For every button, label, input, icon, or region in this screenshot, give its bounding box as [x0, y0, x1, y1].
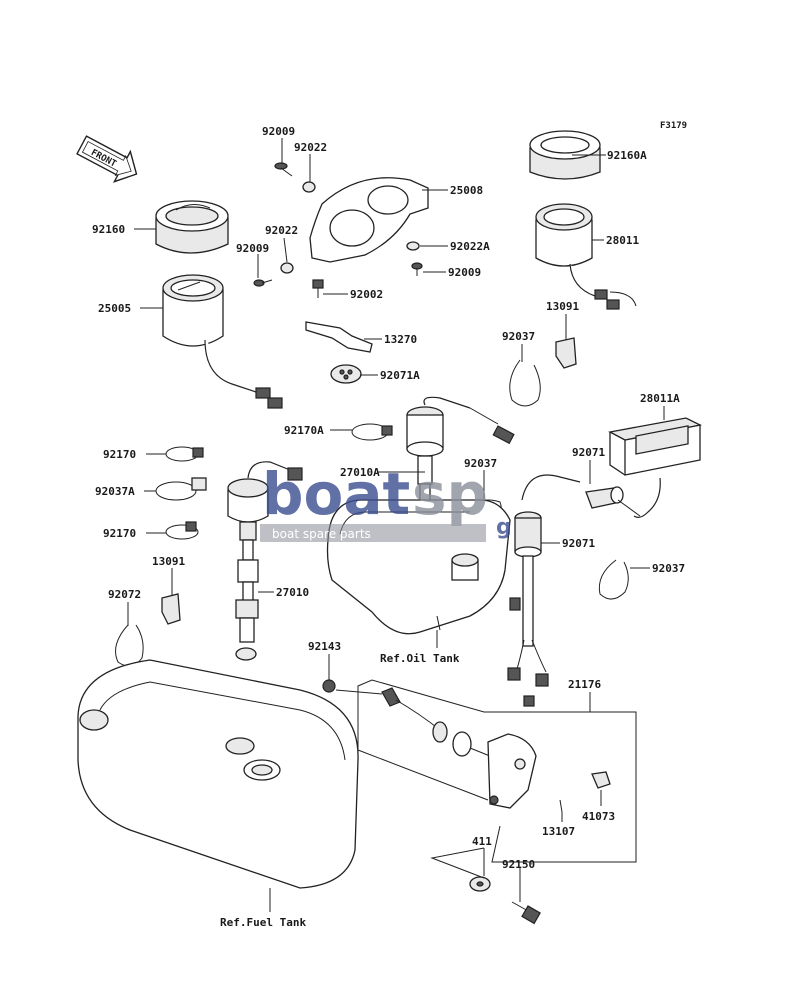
label-92160A: 92160A: [607, 149, 647, 162]
gauge-cover-92160A: [529, 130, 601, 180]
washer-411: [469, 876, 491, 892]
label-28011A: 28011A: [640, 392, 680, 405]
ref-fuel-tank: Ref.Fuel Tank: [220, 916, 306, 929]
fuel-sender-27010: [227, 461, 303, 661]
label-92071-bot: 92071: [562, 537, 595, 550]
gauge-28011A: [608, 417, 702, 518]
label-92022-top: 92022: [294, 141, 327, 154]
label-13270: 13270: [384, 333, 417, 346]
switch-41073: [591, 771, 611, 789]
washer-92022-mid: [280, 262, 294, 274]
label-92150: 92150: [502, 858, 535, 871]
label-92170A: 92170A: [284, 424, 324, 437]
label-92002: 92002: [350, 288, 383, 301]
clamp-92170-top: [165, 446, 204, 462]
label-92009-right: 92009: [448, 266, 481, 279]
label-92009-top: 92009: [262, 125, 295, 138]
clip-13091-bot: [161, 593, 181, 625]
washer-92022A: [406, 241, 420, 251]
label-41073: 41073: [582, 810, 615, 823]
clamp-92170A: [351, 423, 393, 441]
fuel-tank: [77, 659, 359, 889]
connector-92071-top: [521, 474, 641, 517]
speedometer-cover: [155, 200, 229, 254]
band-92037-right: [598, 559, 629, 600]
watermark-brand-left: boat: [262, 460, 410, 528]
bolt-92150: [511, 901, 541, 925]
watermark-logo: boat sp g boat spare parts: [260, 460, 512, 542]
label-92160: 92160: [92, 223, 125, 236]
clip-13091-top: [555, 337, 577, 369]
watermark-suffix: g: [496, 515, 512, 540]
screw-92009-mid: [253, 279, 273, 287]
label-92170-top: 92170: [103, 448, 136, 461]
band-92072: [115, 624, 144, 667]
label-92170-bot: 92170: [103, 527, 136, 540]
washer-92022-top: [302, 181, 316, 193]
grommet-92071A: [330, 364, 362, 384]
label-25008: 25008: [450, 184, 483, 197]
leader-lines: [127, 138, 665, 912]
label-92072: 92072: [108, 588, 141, 601]
label-92037A: 92037A: [95, 485, 135, 498]
label-92022A: 92022A: [450, 240, 490, 253]
label-13091-bot: 13091: [152, 555, 185, 568]
meter-bracket: [309, 177, 429, 263]
label-21176: 21176: [568, 678, 601, 691]
grommet-92143: [322, 679, 336, 693]
sensor-assembly-21176: [381, 687, 537, 809]
screw-92009-top: [274, 162, 293, 177]
fuel-pickup-92071: [507, 511, 549, 707]
screw-92009-right: [411, 262, 423, 276]
speedometer: [162, 274, 283, 409]
label-92071-top: 92071: [572, 446, 605, 459]
label-92143: 92143: [308, 640, 341, 653]
ref-oil-tank: Ref.Oil Tank: [380, 652, 460, 665]
label-92037-mid: 92037: [464, 457, 497, 470]
label-92022-mid: 92022: [265, 224, 298, 237]
band-92037-top: [509, 359, 541, 407]
watermark-brand-right: sp: [412, 460, 488, 528]
plate-13270: [305, 321, 373, 353]
label-25005: 25005: [98, 302, 131, 315]
label-13091-top: 13091: [546, 300, 579, 313]
oil-sender-27010A: [406, 396, 515, 552]
clamp-92170-bot: [165, 521, 199, 540]
label-92037-right: 92037: [652, 562, 685, 575]
figure-code: F3179: [660, 121, 687, 131]
bolt-92002: [312, 279, 324, 298]
pin-13107: [559, 799, 563, 813]
label-28011: 28011: [606, 234, 639, 247]
label-13107: 13107: [542, 825, 575, 838]
label-92037-top: 92037: [502, 330, 535, 343]
gauge-28011: [535, 203, 637, 310]
label-27010: 27010: [276, 586, 309, 599]
front-arrow-icon: FRONT: [76, 135, 138, 183]
label-411: 411: [472, 835, 492, 848]
watermark-tagline: boat spare parts: [272, 527, 371, 541]
label-92009-mid: 92009: [236, 242, 269, 255]
clamp-92037A: [155, 477, 207, 501]
label-27010A: 27010A: [340, 466, 380, 479]
label-92071A: 92071A: [380, 369, 420, 382]
